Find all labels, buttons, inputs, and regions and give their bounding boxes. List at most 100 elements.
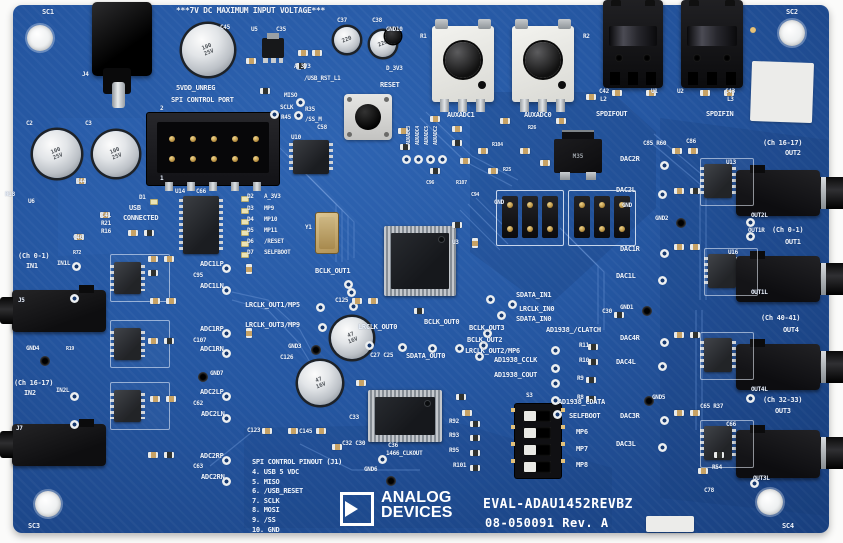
- smd-passive: [586, 377, 596, 383]
- silkscreen-label: SC3: [28, 522, 40, 530]
- smd-passive: [150, 396, 160, 402]
- smd-passive: [690, 188, 700, 194]
- silkscreen-outline-box: [700, 420, 754, 468]
- cap-c125: 47 16V: [331, 317, 373, 359]
- silkscreen-label: C3: [85, 120, 92, 127]
- silkscreen-label: (Ch 0-1): [772, 226, 804, 234]
- silkscreen-label: C86: [686, 138, 696, 145]
- silkscreen-label: C126: [280, 354, 294, 361]
- audio-in1-jack-j5: [0, 285, 106, 332]
- smd-passive: [430, 116, 440, 122]
- ground-test-point: [40, 356, 50, 366]
- screw-hole-sc1: [27, 25, 53, 51]
- smd-passive: [470, 465, 480, 471]
- silkscreen-label: C41: [101, 212, 111, 219]
- silkscreen-label: D3: [247, 205, 254, 212]
- ground-test-point: [676, 218, 686, 228]
- smd-passive: [316, 428, 326, 434]
- voltage-regulator-dpak: M35: [554, 130, 602, 182]
- silkscreen-label: D1: [139, 194, 146, 201]
- smd-passive: [296, 63, 306, 69]
- silkscreen-label: OUT4: [783, 326, 799, 334]
- test-point: [426, 155, 435, 164]
- test-point: [455, 344, 464, 353]
- smd-passive: [470, 450, 480, 456]
- audio-in2-jack-j7: [0, 419, 106, 466]
- auxadc0-potentiometer-r2: [512, 19, 574, 112]
- silkscreen-label: ADC2RP: [200, 452, 224, 460]
- silkscreen-label: RESET: [380, 81, 400, 89]
- opamp-out2-u13: [700, 164, 736, 198]
- cap-c2: 100 25V: [33, 130, 81, 178]
- screw-hole-sc3: [35, 491, 61, 517]
- audio-out2-jack: [736, 165, 843, 216]
- led-indicator: [241, 208, 249, 214]
- test-point: [222, 349, 231, 358]
- test-point: [508, 300, 517, 309]
- silkscreen-label: J4: [82, 71, 89, 78]
- silkscreen-label: R95: [449, 447, 459, 454]
- dc-power-jack-j4: [92, 2, 152, 108]
- silkscreen-label: R1: [420, 33, 427, 40]
- silkscreen-label: C66: [196, 188, 206, 195]
- smd-passive: [674, 188, 684, 194]
- silkscreen-label: C32 C30: [342, 440, 366, 447]
- ground-test-point: [311, 345, 321, 355]
- opamp-in1b: [110, 328, 145, 360]
- silkscreen-label: D7: [247, 249, 254, 256]
- test-point: [222, 392, 231, 401]
- silkscreen-label: BCLK_OUT0: [424, 318, 460, 326]
- silkscreen-label: BCLK_OUT1: [315, 267, 351, 275]
- smd-passive: [586, 396, 596, 402]
- silkscreen-label: R18: [5, 191, 15, 198]
- silkscreen-label: AUXADC0: [524, 111, 552, 119]
- led-indicator: [241, 252, 249, 258]
- silkscreen-label: C58: [317, 124, 327, 131]
- silkscreen-label: C2: [26, 120, 33, 127]
- silkscreen-label: R72: [73, 250, 82, 256]
- silkscreen-label: A_3V3: [294, 63, 311, 70]
- opamp-out4: [700, 338, 736, 372]
- silkscreen-label: SC2: [786, 8, 798, 16]
- silkscreen-label: R101: [453, 462, 467, 469]
- smd-passive: [262, 428, 272, 434]
- smd-passive: [352, 298, 362, 304]
- silkscreen-label: (Ch 16-17): [14, 379, 54, 387]
- silkscreen-label: SC1: [42, 8, 54, 16]
- test-point: [658, 362, 667, 371]
- spi-pinout-row: 10. GND: [252, 525, 280, 534]
- silkscreen-outline-box: [110, 320, 170, 368]
- smd-passive: [714, 452, 724, 458]
- silkscreen-label: OUT4L: [751, 386, 768, 393]
- ic-u10: [289, 140, 333, 174]
- smd-passive: [128, 230, 138, 236]
- smd-passive: [312, 50, 322, 56]
- reset-pushbutton-s1: [344, 94, 392, 140]
- silkscreen-label: OUT1L: [751, 289, 768, 296]
- smd-passive: [646, 90, 656, 96]
- silkscreen-label: C37: [337, 17, 347, 24]
- silkscreen-label: R107: [456, 180, 467, 186]
- ground-test-point: [642, 306, 652, 316]
- smd-passive: [690, 332, 700, 338]
- test-point: [746, 232, 755, 241]
- smd-passive: [166, 396, 176, 402]
- smd-passive: [246, 328, 252, 338]
- silkscreen-label: OUT2L: [751, 212, 768, 219]
- spdif-out-connector: [603, 0, 663, 88]
- spi-pinout-row: 4. USB 5 VDC: [252, 468, 299, 476]
- silkscreen-label: ADC2LP: [200, 388, 224, 396]
- silkscreen-label: A_3V3: [264, 193, 281, 200]
- silkscreen-label: MISO: [284, 92, 298, 99]
- silkscreen-label: DAC2L: [616, 186, 636, 194]
- silkscreen-outline-box: [110, 254, 170, 302]
- adi-wordmark-line1: ANALOG: [381, 489, 452, 506]
- silkscreen-label: C145: [299, 428, 313, 435]
- spi-control-port-header-j1: [146, 112, 280, 191]
- silkscreen-label: (Ch 32-33): [763, 396, 803, 404]
- silkscreen-label: C85 R60: [643, 140, 667, 147]
- silkscreen-label: ADC1RP: [200, 325, 224, 333]
- led-indicator: [241, 230, 249, 236]
- silkscreen-label: U6: [28, 198, 35, 205]
